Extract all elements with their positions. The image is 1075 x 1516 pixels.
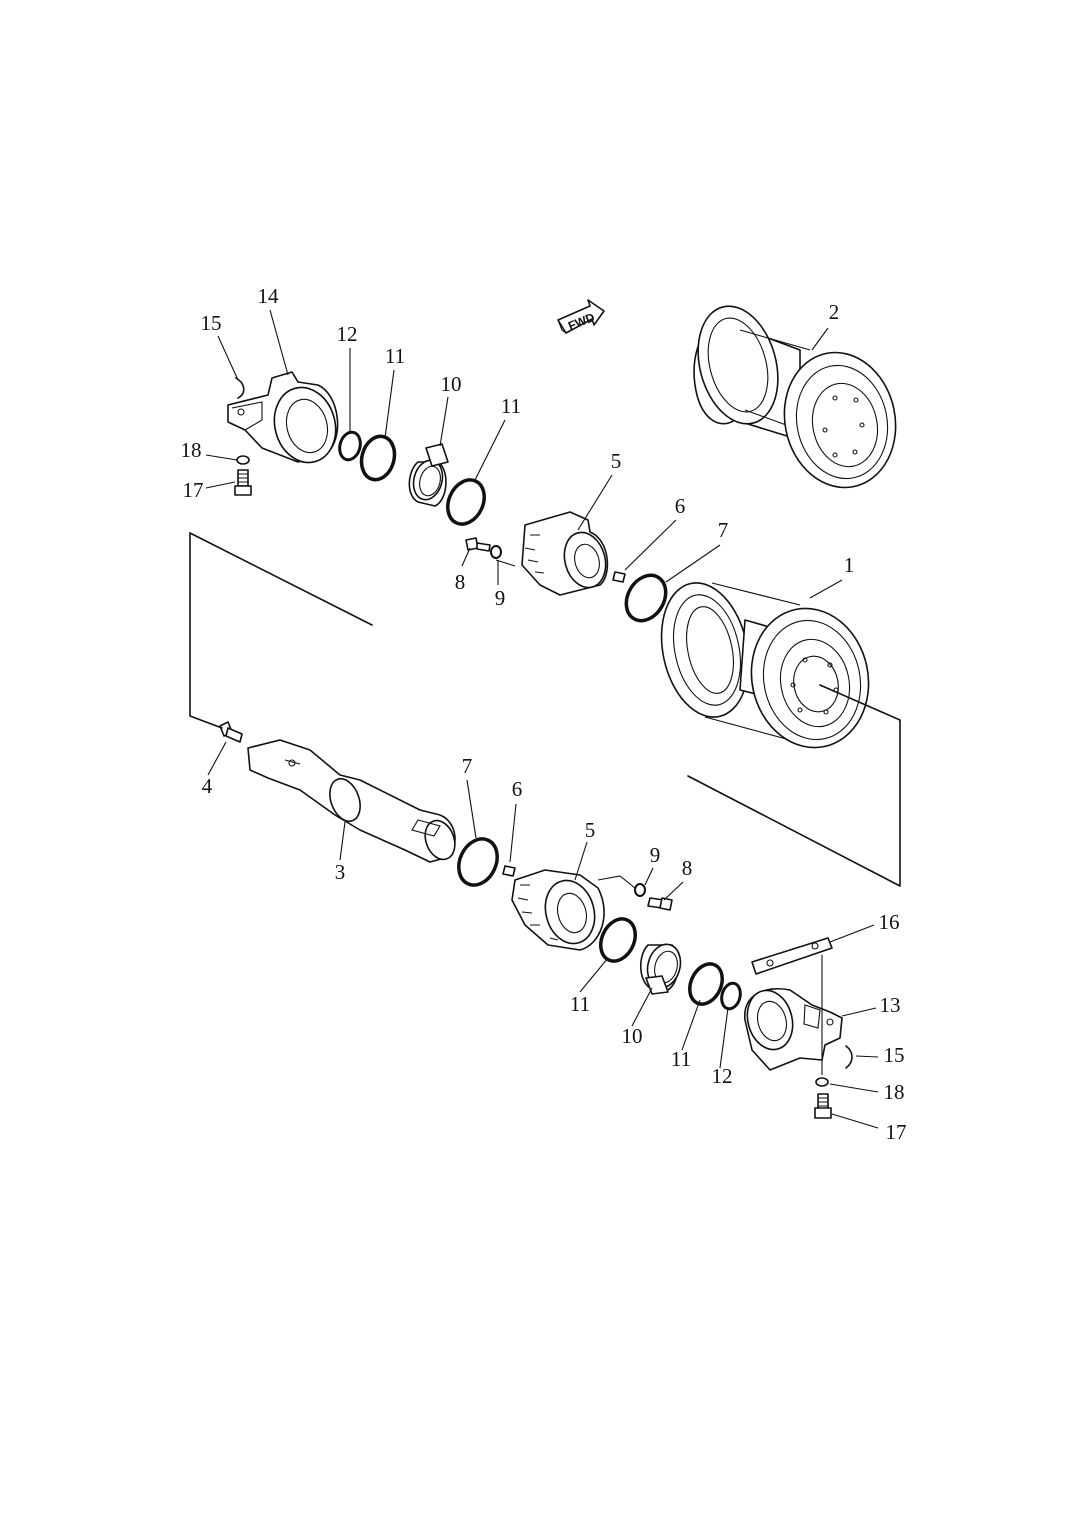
- clip-15-lower: [845, 1045, 853, 1069]
- callout-1: 1: [844, 553, 855, 577]
- bolt-17-lower: [814, 1093, 832, 1119]
- callout-7: 7: [718, 518, 729, 542]
- callout-11: 11: [501, 394, 521, 418]
- callout-11: 11: [671, 1047, 691, 1071]
- ring-11-lower-b: [688, 962, 724, 1006]
- callout-13: 13: [880, 993, 901, 1017]
- ring-11-upper-a: [359, 434, 397, 482]
- washer-9-upper: [490, 545, 502, 559]
- bolt-17-upper: [234, 469, 252, 496]
- callout-16: 16: [879, 910, 900, 934]
- assembly-guide-lines: [189, 532, 901, 1075]
- ring-11-upper-b: [446, 478, 486, 526]
- roller-2: [693, 305, 897, 489]
- bracket-13: [744, 988, 843, 1071]
- collar-5-lower: [511, 869, 605, 951]
- callout-2: 2: [829, 300, 840, 324]
- seal-10-lower: [639, 943, 682, 995]
- callout-18: 18: [181, 438, 202, 462]
- oring-7-upper: [624, 573, 668, 623]
- fwd-label: FWD: [566, 310, 597, 333]
- callout-8: 8: [455, 570, 466, 594]
- callout-12: 12: [337, 322, 358, 346]
- seal-10-upper: [408, 443, 449, 507]
- callouts: 14 15 12 11 10 11 2 18 17 5 6 7 1 8 9 4 …: [181, 284, 907, 1144]
- roller-1: [660, 582, 870, 749]
- callout-17: 17: [183, 478, 204, 502]
- callout-14: 14: [258, 284, 280, 308]
- callout-3: 3: [335, 860, 346, 884]
- callout-15: 15: [201, 311, 222, 335]
- callout-10: 10: [441, 372, 462, 396]
- leader-lines: [205, 309, 879, 1129]
- oring-12-upper: [338, 430, 362, 462]
- callout-7: 7: [462, 754, 473, 778]
- oring-7-lower: [457, 837, 499, 887]
- callout-9: 9: [650, 843, 661, 867]
- callout-6: 6: [675, 494, 686, 518]
- pin-6-lower: [502, 865, 516, 877]
- callout-11: 11: [385, 344, 405, 368]
- callout-8: 8: [682, 856, 693, 880]
- callout-9: 9: [495, 586, 506, 610]
- clip-15-upper: [235, 377, 245, 399]
- callout-5: 5: [585, 818, 596, 842]
- callout-17: 17: [886, 1120, 907, 1144]
- callout-12: 12: [712, 1064, 733, 1088]
- plate-16: [751, 937, 833, 975]
- callout-11: 11: [570, 992, 590, 1016]
- callout-10: 10: [622, 1024, 643, 1048]
- ring-11-lower-a: [599, 917, 637, 963]
- callout-18: 18: [884, 1080, 905, 1104]
- collar-5-upper: [521, 511, 609, 596]
- fwd-direction-arrow: FWD: [557, 299, 605, 334]
- callout-15: 15: [884, 1043, 905, 1067]
- callout-5: 5: [611, 449, 622, 473]
- washer-18-lower: [815, 1077, 829, 1087]
- bolt-4: [219, 721, 243, 743]
- callout-4: 4: [202, 774, 213, 798]
- callout-6: 6: [512, 777, 523, 801]
- washer-9-lower: [634, 883, 646, 897]
- bracket-14: [227, 371, 339, 464]
- bolt-8-upper: [465, 537, 491, 552]
- pin-6-upper: [612, 571, 626, 583]
- shaft-3: [247, 739, 456, 863]
- bolt-8-lower: [647, 897, 673, 911]
- washer-18-upper: [236, 455, 250, 465]
